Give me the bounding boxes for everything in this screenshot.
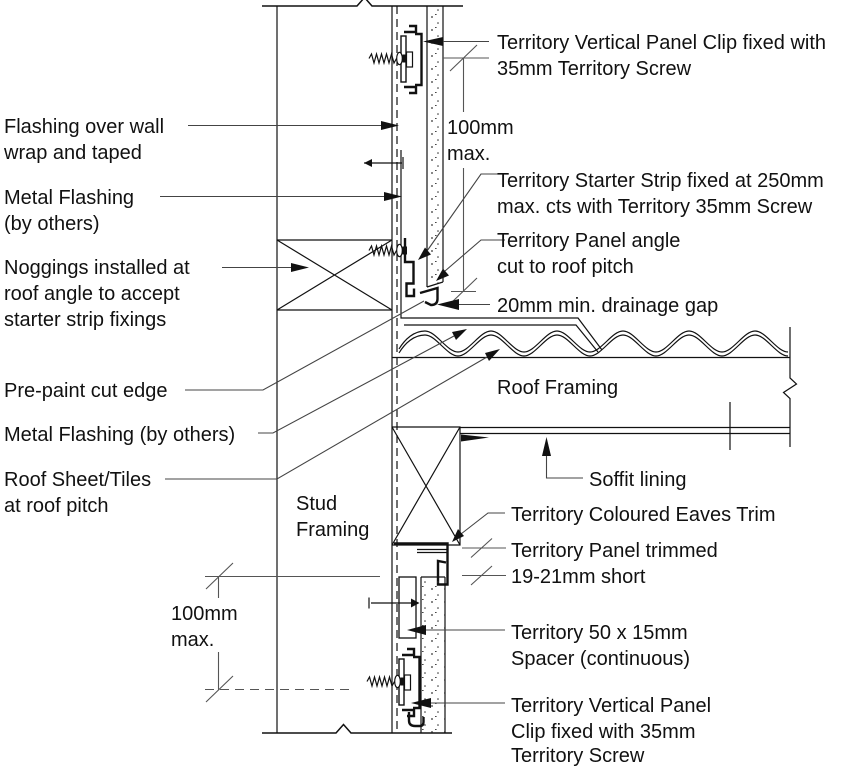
label-dim-bottom-1: 100mm (171, 603, 238, 625)
leader-prepaint-cut-edge (185, 300, 425, 391)
label-metal-flashing-2: (by others) (4, 213, 100, 235)
lower-panel-outline (420, 576, 446, 733)
label-noggings-3: starter strip fixings (4, 309, 166, 331)
label-soffit-lining: Soffit lining (589, 469, 686, 491)
leader-soffit (545, 456, 583, 479)
roof-assembly (364, 150, 798, 450)
leader-metal-flashing-arrow (384, 192, 402, 201)
panel-angle-profile (419, 286, 439, 307)
label-clip-bottom-2: Clip fixed with 35mm (511, 721, 696, 743)
metal-flashing-profile (400, 150, 603, 351)
label-clip-bottom-1: Territory Vertical Panel (511, 695, 711, 717)
bottom-clip-screw (366, 674, 406, 689)
starter-strip-profile (403, 238, 416, 298)
label-clip-top-2: 35mm Territory Screw (497, 58, 692, 80)
metal-flashing-profile-inner (404, 324, 599, 353)
upper-panel-assembly (368, 6, 444, 307)
label-prepaint: Pre-paint cut edge (4, 380, 167, 402)
leader-flashing-wrap-arrow (381, 121, 399, 130)
label-stud-framing-2: Framing (296, 519, 369, 541)
starter-strip-screw (368, 243, 408, 258)
upper-panel-texture (427, 6, 443, 287)
leader-eaves-trim-arrow (452, 529, 464, 542)
leader-starter-strip-arrow (418, 247, 431, 260)
label-spacer-2: Spacer (continuous) (511, 648, 690, 670)
leader-roof-sheet (165, 356, 488, 480)
label-metal-flashing-1: Metal Flashing (4, 187, 134, 209)
label-dim-bottom-2: max. (171, 629, 214, 651)
label-dim-top-1: 100mm (447, 117, 514, 139)
leader-roof-sheet-arrow (485, 349, 500, 361)
spacer-nail-tip (411, 598, 420, 608)
leader-starter-strip (426, 173, 505, 252)
lower-panel-texture (421, 577, 445, 733)
label-starter-1: Territory Starter Strip fixed at 250mm (497, 170, 824, 192)
panel-bottom-hook (407, 712, 425, 728)
leader-eaves-trim (460, 512, 505, 535)
label-panel-trimmed-2: 19-21mm short (511, 566, 646, 588)
leader-lines (160, 37, 583, 708)
leader-clip-bottom-arrow (411, 698, 431, 708)
eaves-trim-fold-lines (417, 548, 447, 554)
leader-clip-top-arrow (423, 37, 443, 46)
label-spacer-1: Territory 50 x 15mm (511, 622, 688, 644)
dimension-100mm-top (443, 44, 489, 305)
label-starter-2: max. cts with Territory 35mm Screw (497, 196, 813, 218)
label-noggings-1: Noggings installed at (4, 257, 190, 279)
label-noggings-2: roof angle to accept (4, 283, 180, 305)
label-roof-sheet-2: at roof pitch (4, 495, 109, 517)
label-clip-bottom-3: Territory Screw (511, 745, 645, 767)
flashing-nail-tip (364, 159, 372, 167)
roof-cut-break-line (782, 327, 798, 447)
label-flashing-wrap-2: wrap and taped (3, 142, 142, 164)
bottom-break-line (262, 723, 452, 734)
label-stud-framing-1: Stud (296, 493, 337, 515)
top-clip-screw (368, 51, 408, 66)
leader-drainage-gap-arrow (437, 299, 459, 310)
dimension-panel-trim-gap (462, 538, 506, 586)
label-panel-trimmed-1: Territory Panel trimmed (511, 540, 718, 562)
label-panel-angle-2: cut to roof pitch (497, 256, 634, 278)
label-drainage-gap: 20mm min. drainage gap (497, 295, 718, 317)
label-dim-top-2: max. (447, 143, 490, 165)
leader-spacer-arrow (407, 625, 426, 635)
spacer-block (398, 576, 417, 639)
label-clip-top-1: Territory Vertical Panel Clip fixed with (497, 32, 826, 54)
label-flashing-wrap-1: Flashing over wall (4, 116, 164, 138)
upper-panel-outline (426, 6, 444, 288)
label-roof-sheet-1: Roof Sheet/Tiles (4, 469, 151, 491)
leader-soffit-arrow (542, 437, 551, 456)
upper-nogging (276, 239, 393, 311)
dimension-100mm-bottom (205, 562, 380, 703)
top-break-line (262, 0, 463, 7)
label-metal-flashing-lower: Metal Flashing (by others) (4, 424, 235, 446)
labels: Flashing over wall wrap and taped Metal … (3, 32, 826, 767)
lower-panel-assembly (366, 542, 449, 733)
lower-nogging (391, 426, 461, 546)
leader-metal-flashing-lower (258, 335, 455, 434)
leader-panel-angle-arrow (436, 268, 449, 281)
spacer-nail (368, 597, 411, 609)
label-panel-angle-1: Territory Panel angle (497, 230, 680, 252)
leader-noggings-arrow (291, 263, 309, 272)
soffit-edge-wedge (461, 434, 489, 442)
label-eaves-trim: Territory Coloured Eaves Trim (511, 504, 776, 526)
label-roof-framing: Roof Framing (497, 377, 618, 399)
leader-metal-flashing-lower-arrow (452, 329, 467, 340)
leader-panel-angle (444, 239, 505, 272)
